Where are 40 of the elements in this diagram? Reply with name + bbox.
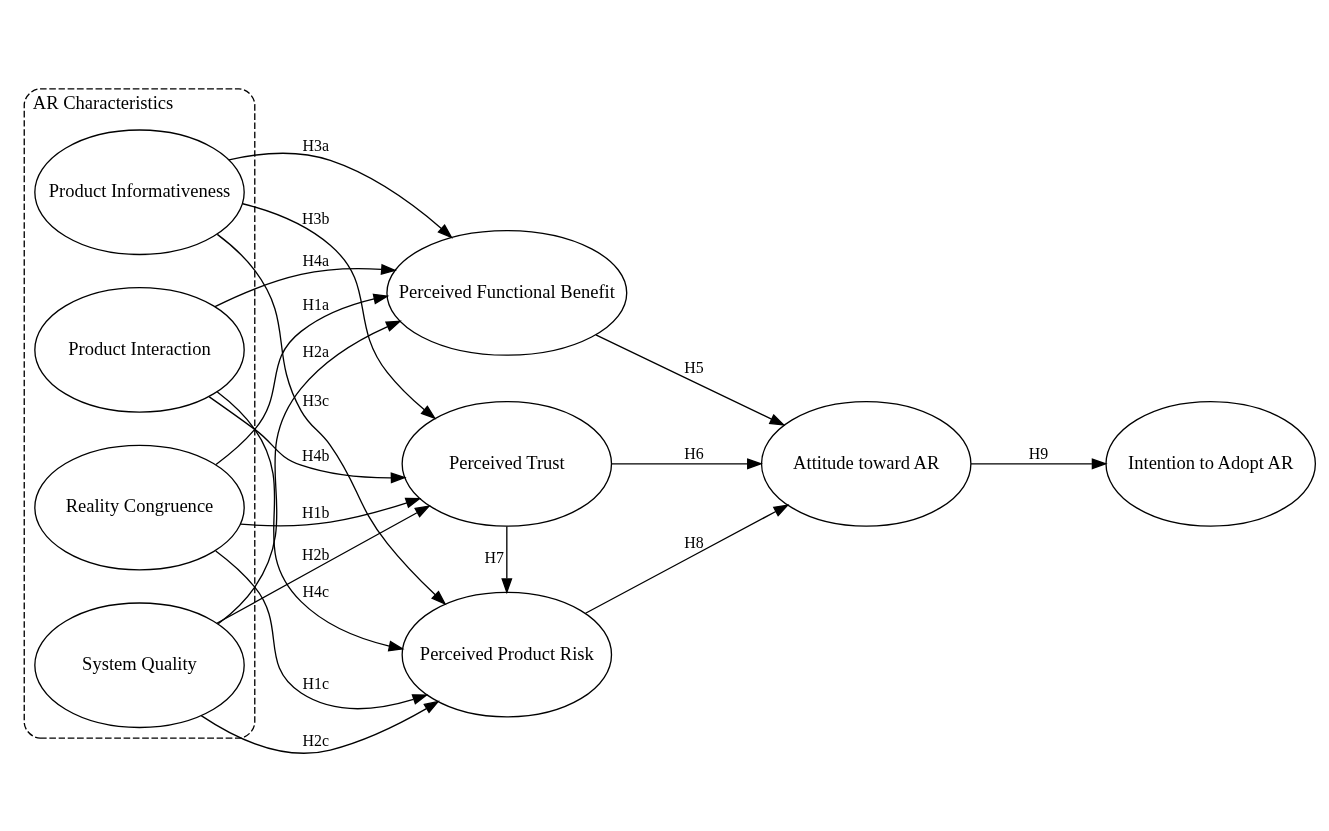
edge-label: H2a [302,342,329,360]
edge-label: H6 [684,444,704,462]
edge-label: H3a [302,136,329,154]
arrow [584,503,790,614]
edge-label: H3c [302,391,329,409]
arrow [208,395,407,483]
arrow [216,233,447,605]
edge-label: H1a [302,295,329,313]
arrow [595,333,786,426]
node-ellipse: Product Informativeness [34,128,245,255]
arrow [242,202,437,419]
arrow [970,457,1108,469]
edge-label: H1c [302,674,329,692]
arrow [217,320,402,624]
arrow [214,263,397,307]
node-ellipse: Product Interaction [34,286,245,413]
arrow [200,700,440,754]
edge-label: H9 [1028,444,1049,462]
arrow [228,152,453,239]
edge-label: H5 [684,358,704,376]
edge-label: H2b [302,545,330,563]
edge-label: H3b [302,209,330,227]
node-ellipse: Intention to Adopt AR [1105,400,1316,527]
arrow [215,293,390,465]
edge-label: H4c [302,582,329,600]
edge-label: H7 [484,548,504,566]
edge-label: H1b [302,503,330,521]
node-ellipse: System Quality [34,601,245,728]
arrow [501,525,513,594]
arrow [216,504,431,624]
arrow [611,457,763,469]
arrow [215,549,429,709]
node-ellipse: Attitude toward AR [760,400,972,527]
edge-label: H4a [302,251,329,269]
edge-label: H4b [302,446,330,464]
arrow [239,497,422,526]
edge-label: H8 [684,533,704,551]
arrow [216,390,405,651]
edge-label: H2c [302,731,329,749]
node-ellipse: Reality Congruence [34,444,245,570]
